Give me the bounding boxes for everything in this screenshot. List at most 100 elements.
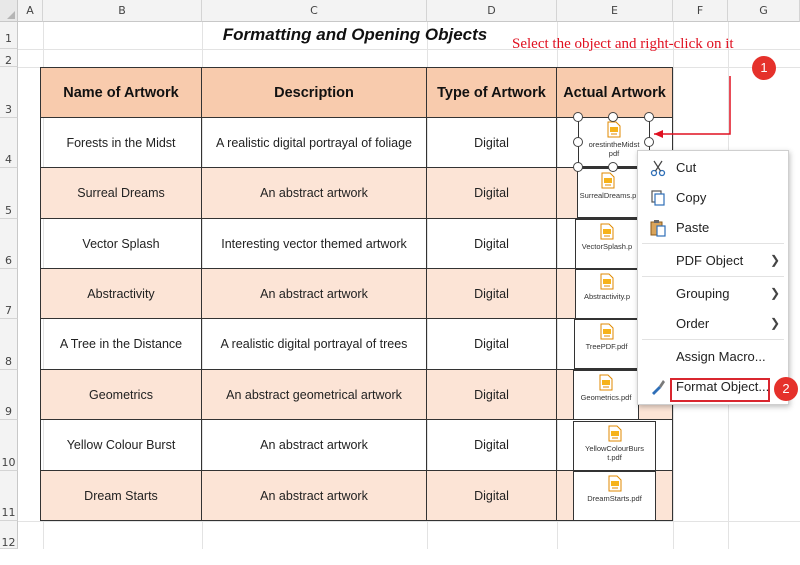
step-badge-1: 1 [752,56,776,80]
select-all-corner[interactable] [0,0,18,22]
row-header-7[interactable]: 7 [0,269,18,319]
object-filename: TreePDF.pdf [585,342,628,351]
resize-handle[interactable] [573,162,583,172]
cell-description[interactable]: A realistic digital portrayal of trees [202,319,427,370]
cell-description[interactable]: An abstract artwork [202,471,427,521]
context-menu: Cut Copy Paste PDF Object ❯ Grouping ❯ O… [637,150,789,405]
row-header-6[interactable]: 6 [0,219,18,269]
pdf-file-icon [599,374,613,391]
resize-handle[interactable] [608,112,618,122]
column-header-e[interactable]: E [557,0,673,22]
header-actual-artwork: Actual Artwork [557,68,673,118]
resize-handle[interactable] [644,137,654,147]
menu-item-label: Format Object... [676,379,770,394]
resize-handle[interactable] [573,137,583,147]
pdf-object[interactable]: Geometrics.pdf [573,370,639,420]
column-header-b[interactable]: B [43,0,202,22]
cell-type[interactable]: Digital [427,168,557,219]
menu-item-copy[interactable]: Copy [638,184,788,212]
pdf-object[interactable]: YellowColourBurs t.pdf [573,421,656,471]
row-header-3[interactable]: 3 [0,67,18,118]
menu-item-label: PDF Object [676,253,744,268]
column-header-a[interactable]: A [18,0,43,22]
menu-item-label: Grouping [676,286,730,301]
pdf-object[interactable]: Abstractivity.p [575,269,639,319]
column-header-c[interactable]: C [202,0,427,22]
resize-handle[interactable] [573,112,583,122]
menu-item-label: Paste [676,220,710,235]
pdf-file-icon [607,121,621,138]
pdf-file-icon [600,273,614,290]
column-header-g[interactable]: G [728,0,800,22]
cell-type[interactable]: Digital [427,471,557,521]
menu-item-order[interactable]: Order ❯ [638,310,788,338]
cell-type[interactable]: Digital [427,370,557,420]
pdf-file-icon [600,223,614,240]
resize-handle[interactable] [608,162,618,172]
row-header-4[interactable]: 4 [0,118,18,168]
cell-description[interactable]: An abstract geometrical artwork [202,370,427,420]
object-filename: DreamStarts.pdf [587,494,642,503]
row-header-8[interactable]: 8 [0,319,18,370]
object-filename: YellowColourBurs [585,444,644,453]
chevron-right-icon: ❯ [770,316,781,330]
header-name: Name of Artwork [41,68,202,118]
cell-name[interactable]: A Tree in the Distance [41,319,202,370]
object-filename: Geometrics.pdf [580,393,632,402]
menu-item-paste[interactable]: Paste [638,214,788,242]
menu-item-pdf-object[interactable]: PDF Object ❯ [638,247,788,275]
scissors-icon [650,160,666,177]
cell-name[interactable]: Vector Splash [41,219,202,269]
column-header-f[interactable]: F [673,0,728,22]
row-header-9[interactable]: 9 [0,370,18,420]
cell-name[interactable]: Surreal Dreams [41,168,202,219]
cell-description[interactable]: An abstract artwork [202,269,427,319]
cell-description[interactable]: A realistic digital portrayal of foliage [202,118,427,168]
cell-name[interactable]: Geometrics [41,370,202,420]
cell-type[interactable]: Digital [427,420,557,471]
format-object-icon [652,380,665,395]
menu-item-label: Copy [676,190,707,205]
menu-item-cut[interactable]: Cut [638,154,788,182]
chevron-right-icon: ❯ [770,253,781,267]
cell-type[interactable]: Digital [427,269,557,319]
menu-item-label: Cut [676,160,697,175]
cell-description[interactable]: An abstract artwork [202,168,427,219]
resize-handle[interactable] [644,112,654,122]
pdf-object[interactable]: TreePDF.pdf [574,319,639,369]
column-header-d[interactable]: D [427,0,557,22]
cell-name[interactable]: Abstractivity [41,269,202,319]
object-filename: Abstractivity.p [583,292,631,301]
object-filename: VectorSplash.p [581,242,633,251]
sheet-title: Formatting and Opening Objects [222,25,488,44]
menu-item-assign-macro[interactable]: Assign Macro... [638,343,788,371]
cell-name[interactable]: Forests in the Midst [41,118,202,168]
menu-item-grouping[interactable]: Grouping ❯ [638,280,788,308]
pdf-file-icon [608,425,621,442]
format-object-highlight [670,378,770,402]
menu-item-label: Order [676,316,710,331]
cell-type[interactable]: Digital [427,118,557,168]
menu-item-format-object[interactable]: Format Object... [638,373,788,401]
pdf-object[interactable]: DreamStarts.pdf [573,471,656,521]
chevron-right-icon: ❯ [770,286,781,300]
object-filename-ext: t.pdf [607,453,622,462]
object-filename-ext: pdf [608,149,620,158]
instruction-annotation: Select the object and right-click on it [512,36,734,52]
cell-description[interactable]: Interesting vector themed artwork [202,219,427,269]
object-filename: SurrealDreams.p [579,191,637,200]
pdf-object[interactable]: SurrealDreams.p [577,168,639,218]
cell-type[interactable]: Digital [427,219,557,269]
cell-description[interactable]: An abstract artwork [202,420,427,471]
row-header-2[interactable]: 2 [0,49,18,67]
row-header-5[interactable]: 5 [0,168,18,219]
cell-name[interactable]: Yellow Colour Burst [41,420,202,471]
row-header-12[interactable]: 12 [0,521,18,549]
cell-name[interactable]: Dream Starts [41,471,202,521]
row-header-11[interactable]: 11 [0,471,18,521]
row-header-10[interactable]: 10 [0,420,18,471]
row-header-1[interactable]: 1 [0,22,18,49]
cell-type[interactable]: Digital [427,319,557,370]
annotation-arrow [654,76,731,138]
pdf-object[interactable]: VectorSplash.p [575,219,639,269]
